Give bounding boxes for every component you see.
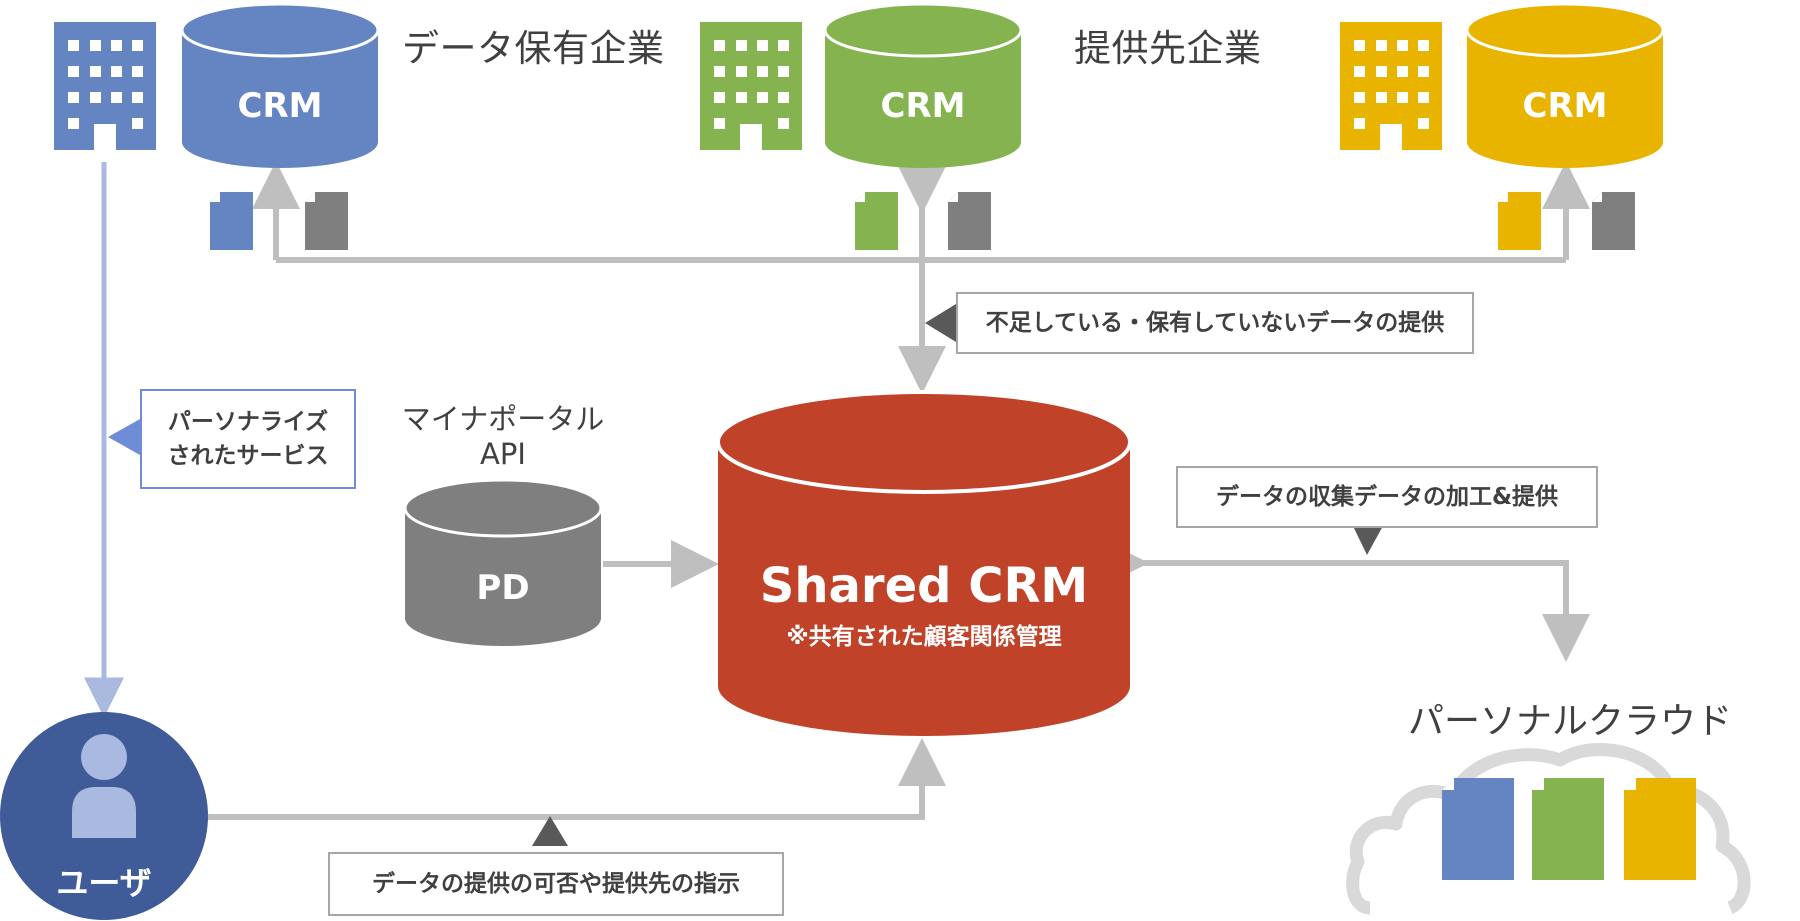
user-label: ユーザ	[56, 864, 152, 902]
document-icon	[1498, 192, 1541, 250]
personal-cloud-label: パーソナルクラウド	[1407, 701, 1732, 742]
document-icon	[855, 192, 898, 250]
shared-crm-subtitle: ※共有された顧客関係管理	[786, 624, 1062, 650]
personalized-service-line1: パーソナライズ	[167, 408, 329, 435]
shared-cloud-connector	[1101, 539, 1590, 662]
instruction-callout: データの提供の可否や提供先の指示	[328, 852, 784, 916]
crm-label-blue: CRM	[237, 86, 323, 126]
database-icon	[180, 2, 380, 168]
building-icon	[54, 22, 156, 150]
document-icon	[1442, 778, 1514, 880]
shared-crm-title: Shared CRM	[759, 558, 1089, 614]
mynaportal-label: マイナポータル API	[395, 402, 611, 472]
document-icon	[210, 192, 253, 250]
crm-label-green: CRM	[880, 86, 966, 126]
document-icon	[1624, 778, 1696, 880]
data-holder-heading: データ保有企業	[402, 27, 665, 70]
user-icon	[72, 734, 136, 838]
building-icon	[1340, 22, 1442, 150]
document-icon	[1592, 192, 1635, 250]
building-icon	[700, 22, 802, 150]
shortage-callout: 不足している・保有していないデータの提供	[956, 292, 1474, 354]
shared-crm-database	[716, 390, 1132, 736]
mynaportal-line2: API	[480, 436, 526, 471]
personalized-service-callout: パーソナライズ されたサービス	[140, 389, 356, 489]
triangle-pointer-icon	[925, 304, 956, 342]
pd-label: PD	[476, 568, 530, 608]
document-icon	[1532, 778, 1604, 880]
database-icon	[403, 478, 603, 646]
collect-process-callout: データの収集データの加工&提供	[1176, 466, 1598, 528]
user-shared-connector	[205, 738, 946, 820]
database-icon	[1465, 2, 1665, 168]
document-icon	[305, 192, 348, 250]
mynaportal-line1: マイナポータル	[401, 402, 605, 436]
document-icon	[948, 192, 991, 250]
crm-label-yellow: CRM	[1522, 86, 1608, 126]
triangle-pointer-icon	[1352, 524, 1384, 555]
triangle-pointer-icon	[108, 419, 140, 455]
database-icon	[823, 2, 1023, 168]
provider-heading: 提供先企業	[1074, 27, 1262, 70]
triangle-pointer-icon	[532, 816, 568, 846]
personalized-service-line2: されたサービス	[167, 443, 329, 469]
